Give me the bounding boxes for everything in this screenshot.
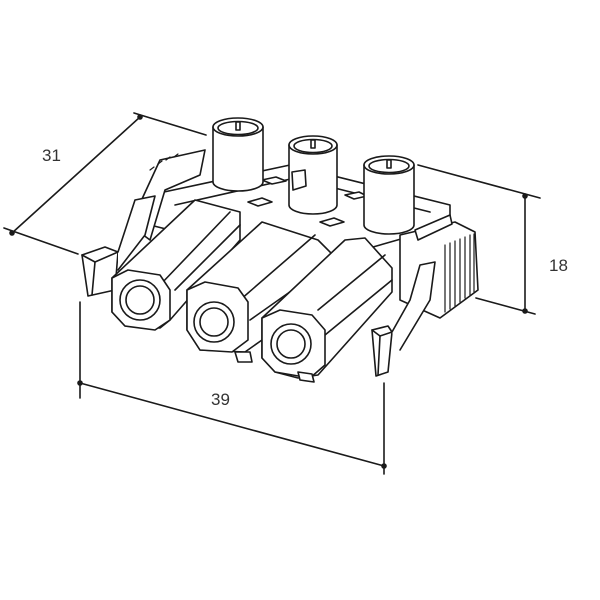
dimension-width [77,301,387,475]
dimension-depth [3,112,207,255]
socket-left [111,199,241,331]
pin-left [212,117,264,192]
socket-center [186,221,341,363]
pin-right [363,155,415,235]
depth-dimension-label: 31 [42,146,61,165]
width-dimension-label: 39 [211,390,230,409]
socket-right [261,237,393,383]
dimension-height [417,164,541,315]
pin-center [288,135,338,215]
height-dimension-label: 18 [549,256,568,275]
